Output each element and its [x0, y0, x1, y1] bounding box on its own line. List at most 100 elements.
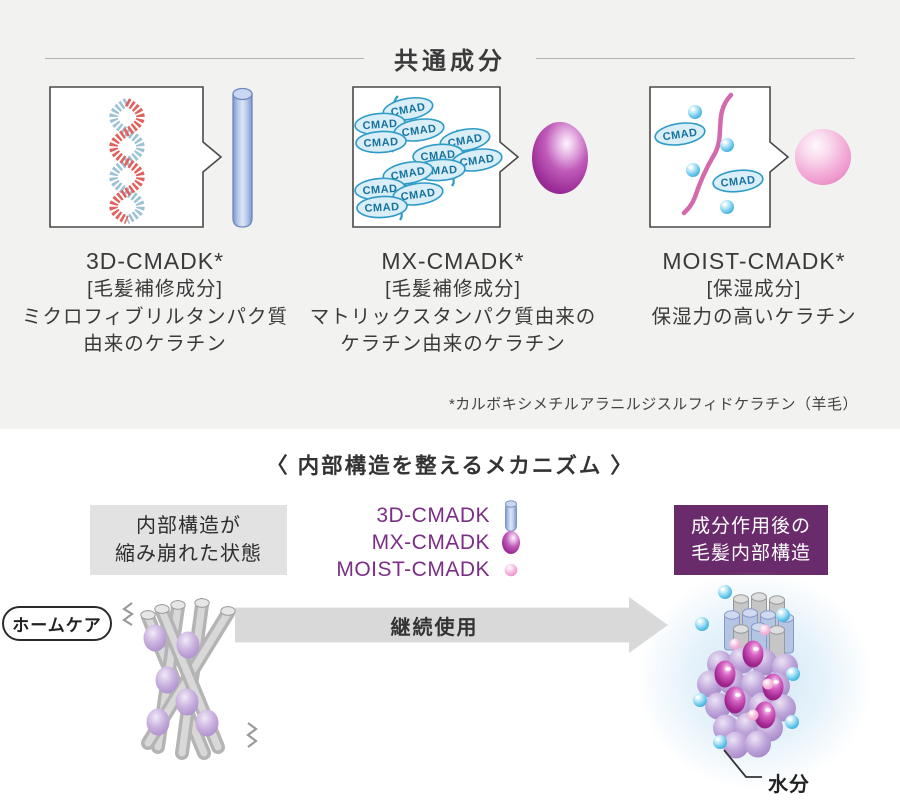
ingredient-category: [毛髪補修成分]	[385, 278, 521, 300]
water-droplet-icon	[785, 715, 799, 729]
cmad-tag: CMAD	[393, 118, 445, 142]
home-care-badge: ホームケア	[2, 606, 112, 641]
legend-row-3d: 3D-CMADK	[312, 499, 526, 531]
purple-sphere-icon	[496, 530, 526, 555]
keratin-sphere	[176, 631, 200, 659]
damaged-hair-illustration	[122, 598, 258, 760]
keratin-sphere	[195, 709, 219, 737]
ingredient-desc: ケラチン由来のケラチン	[340, 333, 566, 355]
water-droplet-icon	[720, 138, 734, 152]
ingredient-legend: 3D-CMADK MX-CMADK MOIST-CMADK	[312, 499, 526, 583]
after-state-line2: 毛髪内部構造	[690, 543, 811, 564]
mx-sphere-icon	[532, 122, 588, 194]
moisture-strand-illustration	[681, 92, 734, 216]
ingredient-desc: ミクロフィブリルタンパク質	[21, 305, 289, 328]
keratin-sphere	[155, 666, 179, 694]
water-droplet-icon	[713, 735, 727, 749]
common-ingredients-section: 共通成分	[0, 0, 900, 429]
stress-squiggle-icon	[122, 602, 134, 626]
ingredient-category: [保湿成分]	[706, 278, 802, 300]
title-rule-right	[536, 58, 855, 59]
water-droplet-icon	[718, 585, 732, 599]
svg-text:CMAD: CMAD	[459, 153, 495, 170]
moist-keratin-sphere	[762, 678, 774, 690]
keratin-sphere	[723, 731, 749, 759]
moist-keratin-sphere	[759, 624, 771, 636]
mx-keratin-sphere	[724, 686, 746, 714]
section-title-row: 共通成分	[45, 41, 855, 76]
moist-keratin-sphere	[747, 709, 759, 721]
cylinder-icon	[232, 87, 253, 228]
water-droplet-icon	[786, 667, 800, 681]
ingredient-name: MX-CMADK*	[381, 248, 525, 274]
moist-keratin-sphere	[729, 638, 741, 650]
cmad-tag: CMAD	[355, 130, 407, 154]
svg-text:CMAD: CMAD	[662, 127, 698, 144]
water-droplet-icon	[720, 200, 734, 214]
section-title: 共通成分	[394, 48, 506, 75]
svg-text:CMAD: CMAD	[362, 118, 398, 132]
stress-squiggle-icon	[246, 722, 258, 748]
footnote: *カルボキシメチルアラニルジスルフィドケラチン（羊毛）	[448, 396, 858, 413]
repaired-structure-illustration	[640, 572, 873, 790]
ingredient-label-mx: MX-CMADK* [毛髪補修成分] マトリックスタンパク質由来の ケラチン由来…	[300, 246, 606, 359]
keratin-sphere	[143, 624, 167, 652]
svg-text:CMAD: CMAD	[390, 101, 427, 119]
svg-text:CMAD: CMAD	[390, 165, 427, 183]
helix-illustration	[109, 98, 145, 224]
water-droplet-icon	[686, 163, 700, 177]
legend-row-mx: MX-CMADK	[312, 529, 526, 556]
legend-label: MX-CMADK	[371, 530, 490, 554]
water-droplet-icon	[776, 608, 790, 622]
svg-text:CMAD: CMAD	[400, 187, 436, 204]
moisture-pointer-line	[723, 749, 762, 778]
cmad-tag: CMAD	[712, 169, 764, 193]
water-droplets-layer	[686, 105, 734, 214]
after-state-line1: 成分作用後の	[690, 516, 811, 537]
continued-use-arrow: 継続使用	[235, 597, 668, 653]
pink-sphere-icon	[496, 563, 526, 577]
ingredient-desc: 由来のケラチン	[83, 333, 227, 355]
legend-label: 3D-CMADK	[376, 503, 490, 527]
ingredient-desc: マトリックスタンパク質由来の	[309, 305, 597, 328]
svg-text:CMAD: CMAD	[447, 132, 484, 150]
svg-text:CMAD: CMAD	[362, 183, 398, 197]
ingredient-name: 3D-CMADK*	[85, 248, 225, 274]
before-state-box: 内部構造が 縮み崩れた状態	[90, 505, 287, 575]
svg-text:CMAD: CMAD	[364, 201, 400, 215]
ingredient-label-3d: 3D-CMADK* [毛髪補修成分] ミクロフィブリルタンパク質 由来のケラチン	[0, 246, 310, 359]
keratin-sphere	[705, 692, 731, 720]
mx-keratin-sphere	[742, 640, 764, 668]
moist-sphere-icon	[795, 129, 851, 185]
mx-keratin-sphere	[714, 660, 736, 688]
moisture-label: 水分	[768, 774, 810, 796]
ingredient-category: [毛髪補修成分]	[87, 278, 223, 300]
cmad-tag: CMAD	[654, 122, 706, 146]
keratin-sphere	[770, 694, 796, 722]
before-state-line1: 内部構造が	[136, 515, 241, 537]
ingredient-desc: 保湿力の高いケラチン	[651, 305, 857, 328]
cmad-tag: CMAD	[356, 195, 408, 219]
title-rule-left	[45, 58, 364, 59]
before-state-line2: 縮み崩れた状態	[115, 543, 262, 565]
keratin-sphere	[745, 730, 771, 758]
svg-text:CMAD: CMAD	[363, 136, 399, 150]
water-droplet-icon	[693, 693, 707, 707]
legend-label: MOIST-CMADK	[336, 557, 490, 581]
svg-text:CMAD: CMAD	[720, 174, 756, 190]
mechanism-title: 〈 内部構造を整えるメカニズム 〉	[266, 454, 634, 478]
legend-row-moist: MOIST-CMADK	[312, 556, 526, 583]
mx-keratin-sphere	[754, 701, 776, 729]
ingredient-label-moist: MOIST-CMADK* [保湿成分] 保湿力の高いケラチン	[608, 246, 900, 331]
cmad-tag: CMAD	[382, 160, 434, 186]
ingredient-name: MOIST-CMADK*	[662, 248, 846, 274]
after-state-box: 成分作用後の 毛髪内部構造	[674, 505, 828, 575]
svg-text:CMAD: CMAD	[401, 123, 437, 140]
keratin-sphere	[741, 670, 767, 698]
keratin-sphere	[175, 688, 199, 716]
cmad-tag: CMAD	[392, 182, 444, 206]
keratin-sphere	[146, 708, 170, 736]
water-droplet-icon	[695, 617, 709, 631]
